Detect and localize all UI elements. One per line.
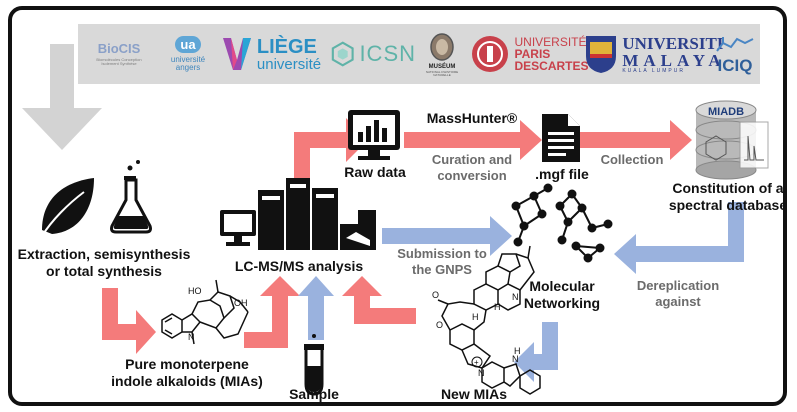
constitution-label-line1: Constitution of a: [672, 180, 784, 196]
iciq-molecule-icon: [716, 36, 754, 52]
icsn-hexagon-icon: [331, 41, 354, 67]
pure-mias-label-line2: indole alkaloids (MIAs): [111, 373, 263, 389]
logo-angers-sub: université angers: [170, 55, 206, 72]
logo-museum: MUSÉUM NATIONAL D'HISTOIRE NATURELLE: [420, 28, 464, 80]
svg-text:HO: HO: [188, 286, 202, 296]
logo-malaya-text: UNIVERSITI: [622, 33, 724, 53]
logo-museum-sub: NATIONAL D'HISTOIRE NATURELLE: [425, 69, 459, 77]
logo-biocis-text: BioCIS: [97, 41, 141, 56]
logo-malaya-sub2: KUALA LUMPUR: [622, 67, 685, 74]
blue-arrow-lcms-to-networking: [382, 216, 512, 256]
blue-arrow-networking-to-newmias: [514, 322, 558, 382]
raw-data-label: Raw data: [344, 164, 406, 180]
sample-tube-icon: [304, 334, 324, 396]
svg-text:O: O: [436, 320, 443, 330]
mgf-file-label: .mgf file: [535, 166, 589, 182]
dereplication-label-line1: Dereplication: [636, 278, 720, 293]
svg-text:H: H: [514, 346, 521, 356]
logo-museum-text: MUSÉUM: [428, 63, 456, 70]
svg-text:H: H: [494, 302, 501, 312]
masshunter-label: MassHunter®: [426, 110, 518, 126]
pure-mias-label-line1: Pure monoterpene: [125, 356, 249, 372]
red-arrow-extraction-to-pure: [102, 288, 156, 354]
logo-biocis: BioCIS Biomolécules Conception Isolement…: [88, 30, 150, 78]
logo-angers: ua université angers: [160, 28, 216, 80]
logo-iciq: ICIQ: [710, 28, 760, 80]
extraction-label-line1: Extraction, semisynthesis: [17, 246, 191, 262]
logo-malaya-sub: MALAYA: [622, 50, 726, 70]
curation-label-line2: conversion: [437, 168, 507, 183]
dereplication-label-line2: against: [655, 294, 701, 309]
logo-strip: BioCIS Biomolécules Conception Isolement…: [78, 24, 760, 84]
collection-label: Collection: [600, 152, 664, 167]
paris-descartes-seal-icon: [471, 36, 508, 72]
miadb-label: MIADB: [707, 106, 745, 118]
constitution-label-line2: spectral database: [668, 197, 787, 213]
lcms-label: LC-MS/MS analysis: [234, 258, 364, 274]
new-mias-label: New MIAs: [440, 386, 508, 402]
red-arrow-newmias-to-lcms: [342, 276, 416, 324]
molecular-networking-label-line1: Molecular: [529, 278, 595, 294]
svg-text:N: N: [512, 354, 519, 364]
diagram-graphics: HO OH N O O H N H N H + N: [22, 44, 769, 396]
logo-iciq-text: ICIQ: [717, 55, 753, 75]
logo-paris-descartes-text: UNIVERSITÉ: [514, 35, 587, 49]
logo-icsn-text: ICSN: [359, 41, 416, 66]
svg-text:N: N: [188, 332, 195, 342]
blue-arrow-sample-to-lcms: [298, 276, 334, 340]
sample-label: Sample: [289, 386, 339, 402]
liege-v-icon: [222, 38, 251, 70]
blue-arrow-database-to-networking: [614, 202, 744, 274]
curation-label-line1: Curation and: [431, 152, 513, 167]
svg-text:N: N: [512, 292, 519, 302]
svg-text:H: H: [472, 312, 479, 322]
logo-liege-text: LIÈGE: [256, 35, 317, 58]
red-arrow-rawdata-to-mgf: [404, 120, 542, 160]
logo-icsn: ICSN: [330, 30, 416, 78]
museum-emblem-icon: [430, 32, 454, 61]
submission-label-line2: the GNPS: [412, 262, 472, 277]
miadb-database-icon: [695, 100, 769, 180]
svg-text:+: +: [474, 358, 479, 367]
molecular-network-icon: [511, 183, 613, 263]
lcms-instrument-icon: [220, 178, 376, 250]
red-arrow-mgf-to-miadb: [578, 120, 692, 160]
submission-label-line1: Submission to: [397, 246, 487, 261]
svg-text:N: N: [478, 368, 485, 378]
pure-mia-structure-icon: [161, 279, 249, 345]
flask-icon: [110, 160, 152, 234]
logo-biocis-sub: Biomolécules Conception Isolement Synthè…: [96, 57, 142, 66]
logo-liege-sub: université: [256, 55, 322, 73]
logo-paris-descartes-sub: PARIS DESCARTES: [514, 47, 589, 73]
svg-text:O: O: [432, 290, 439, 300]
logo-liege: LIÈGE université: [218, 30, 326, 78]
raw-data-monitor-icon: [348, 110, 400, 160]
new-mia-structure-icon: [437, 245, 541, 395]
leaf-icon: [41, 178, 94, 237]
gray-down-arrow: [22, 44, 102, 150]
red-arrow-pure-to-lcms: [244, 276, 300, 348]
svg-text:OH: OH: [234, 298, 248, 308]
logo-angers-text: ua: [175, 36, 201, 53]
mgf-file-icon: [542, 114, 580, 162]
malaya-crest-icon: [586, 36, 617, 73]
logo-paris-descartes: UNIVERSITÉ PARIS DESCARTES: [468, 28, 590, 80]
molecular-networking-label-line2: Networking: [523, 295, 601, 311]
logo-malaya: UNIVERSITI MALAYA KUALA LUMPUR: [584, 28, 726, 80]
extraction-label-line2: or total synthesis: [46, 263, 162, 279]
figure-frame: BioCIS Biomolécules Conception Isolement…: [8, 6, 787, 406]
